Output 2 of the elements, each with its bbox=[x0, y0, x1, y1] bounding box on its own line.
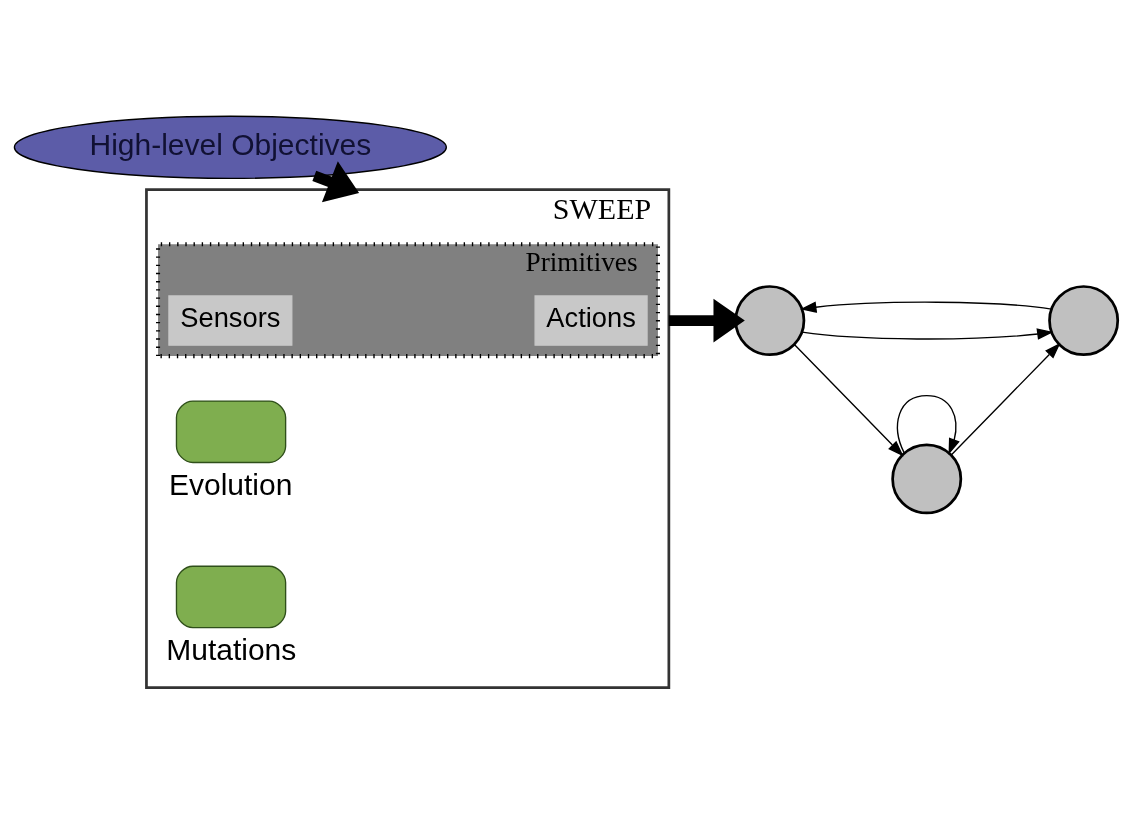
node-label: Evolution bbox=[168, 467, 293, 501]
node-label: Mutations bbox=[166, 632, 297, 666]
